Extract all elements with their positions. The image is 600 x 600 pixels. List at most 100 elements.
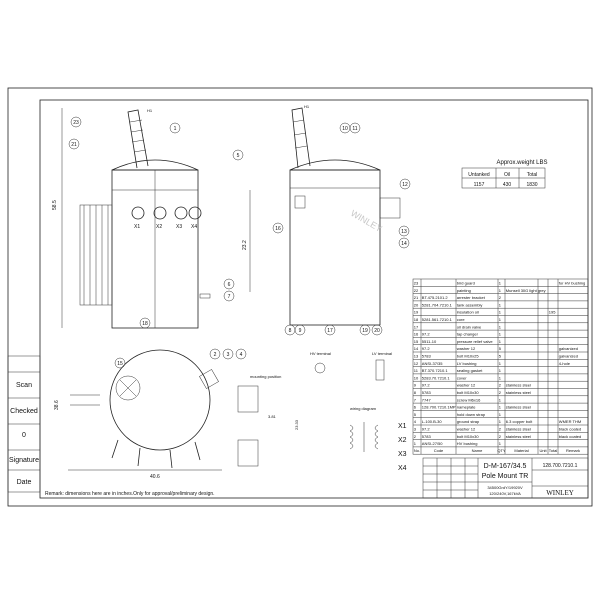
parts-cell: 22 xyxy=(414,288,419,293)
parts-cell: screw M6x16 xyxy=(457,397,481,402)
parts-cell: 1 xyxy=(499,339,502,344)
balloon-circle xyxy=(232,149,244,161)
bushing-x4-label: X4 xyxy=(191,224,197,230)
drawing-number: 128.700.7210.1 xyxy=(543,463,578,469)
front-view: X1 X2 X3 X4 H1 58.5 xyxy=(52,108,211,329)
balloon-circle xyxy=(223,278,235,290)
parts-header: Name xyxy=(472,448,483,453)
outer-border xyxy=(7,87,593,507)
balloon-circle xyxy=(139,317,151,329)
parts-cell: 1 xyxy=(499,441,502,446)
parts-cell: 2 xyxy=(499,295,502,300)
rating-spec: 120/240V,167kVA xyxy=(489,491,521,496)
parts-cell: bolt M10x30 xyxy=(457,434,480,439)
parts-cell: cover xyxy=(457,375,467,380)
balloon-number: 8 xyxy=(289,328,292,334)
balloon-number: 19 xyxy=(362,328,368,334)
parts-cell: 1 xyxy=(499,405,502,410)
balloon-circle xyxy=(68,138,80,150)
weight-untanked: 1157 xyxy=(474,182,485,188)
parts-cell: hold down strap xyxy=(457,412,486,417)
parts-cell: 1 xyxy=(499,397,502,402)
parts-header: Remark xyxy=(566,448,580,453)
parts-cell: 4 xyxy=(414,419,417,424)
parts-cell: stainless steel xyxy=(506,390,531,395)
parts-cell: 97.2 xyxy=(422,383,431,388)
parts-header: Code xyxy=(434,448,444,453)
remark-note: Remark: dimensions here are in inches.On… xyxy=(45,491,215,497)
wiring-x1: X1 xyxy=(398,423,407,430)
parts-cell: 1 xyxy=(499,332,502,337)
bushing-x2-label: X2 xyxy=(156,224,162,230)
parts-cell: washer 12 xyxy=(457,346,476,351)
parts-cell: 16 xyxy=(414,332,419,337)
weight-header-untanked: Untanked xyxy=(468,172,490,178)
parts-cell: 5783 xyxy=(422,434,432,439)
parts-cell: 2 xyxy=(499,390,502,395)
product-name: Pole Mount TR xyxy=(482,473,529,480)
balloon-circle xyxy=(70,116,82,128)
balloon-circle xyxy=(324,324,336,336)
parts-cell: 5 xyxy=(414,412,417,417)
zero-label: 0 xyxy=(22,432,26,439)
parts-cell: 13 xyxy=(414,354,419,359)
parts-cell: arrester bracket xyxy=(457,295,486,300)
width-dimension: 40.6 xyxy=(150,474,160,480)
parts-cell: 97.2 xyxy=(422,346,431,351)
parts-cell: 2 xyxy=(499,383,502,388)
weight-title: Approx.weight LBS xyxy=(496,160,547,166)
mounting-dim-2: 23.33 xyxy=(294,419,299,430)
parts-cell: 1 xyxy=(499,302,502,307)
parts-cell: LV bushing xyxy=(457,361,477,366)
plan-dimension: 38.6 xyxy=(54,400,60,410)
parts-cell: ANSI-37/35 xyxy=(422,361,443,366)
company-name: WINLEY xyxy=(546,489,574,497)
wiring-x4: X4 xyxy=(398,465,407,472)
parts-cell: 5783 xyxy=(422,390,432,395)
parts-cell: 1 xyxy=(499,281,502,286)
parts-cell: 5511-10 xyxy=(422,339,437,344)
parts-cell: bolt M10x30 xyxy=(457,390,480,395)
parts-cell: pressure relief valve xyxy=(457,339,494,344)
balloon-number: 2 xyxy=(214,352,217,358)
parts-cell: 97.2 xyxy=(422,427,431,432)
balloon-circle xyxy=(209,348,221,360)
parts-cell: 1 xyxy=(499,361,502,366)
parts-cell: 195 xyxy=(549,310,556,315)
parts-cell: bolt M10x25 xyxy=(457,354,480,359)
parts-cell: bird guard xyxy=(457,281,475,286)
balloon-number: 10 xyxy=(342,126,348,132)
balloon-number: 1 xyxy=(174,126,177,132)
balloon-number: 17 xyxy=(327,328,333,334)
parts-cell: 10 xyxy=(414,375,419,380)
watermark: WINLEY xyxy=(349,208,384,234)
height-dimension: 58.5 xyxy=(52,200,58,210)
weight-total: 1830 xyxy=(526,182,537,188)
model-number: D-M-167/34.5 xyxy=(484,463,527,470)
balloon-circle xyxy=(294,324,306,336)
balloon-number: 6 xyxy=(228,282,231,288)
h1-label: H1 xyxy=(147,108,153,113)
balloon-number: 5 xyxy=(237,153,240,159)
parts-cell: stainless steel xyxy=(506,434,531,439)
parts-cell: 1 xyxy=(414,441,417,446)
checked-label: Checked xyxy=(10,408,38,415)
balloon-circle xyxy=(398,237,410,249)
top-view: 40.6 38.6 xyxy=(54,349,222,480)
balloon-circle xyxy=(114,357,126,369)
parts-cell: 20 xyxy=(414,302,419,307)
parts-cell: 23 xyxy=(414,281,419,286)
parts-cell: 5 xyxy=(499,346,502,351)
detail-views: HV terminal LV terminal mounting positio… xyxy=(237,351,407,472)
balloon-circle xyxy=(359,324,371,336)
parts-cell: 1 xyxy=(499,419,502,424)
balloon-number: 11 xyxy=(352,126,357,132)
parts-cell: 2 xyxy=(499,434,502,439)
balloon-number: 16 xyxy=(275,226,281,232)
parts-cell: 2 xyxy=(414,434,417,439)
parts-cell: galvanized xyxy=(559,346,578,351)
parts-cell: 2 xyxy=(499,427,502,432)
left-signature-block: Scan Checked 0 Signature Date xyxy=(7,355,41,493)
parts-cell: tap changer xyxy=(457,332,479,337)
